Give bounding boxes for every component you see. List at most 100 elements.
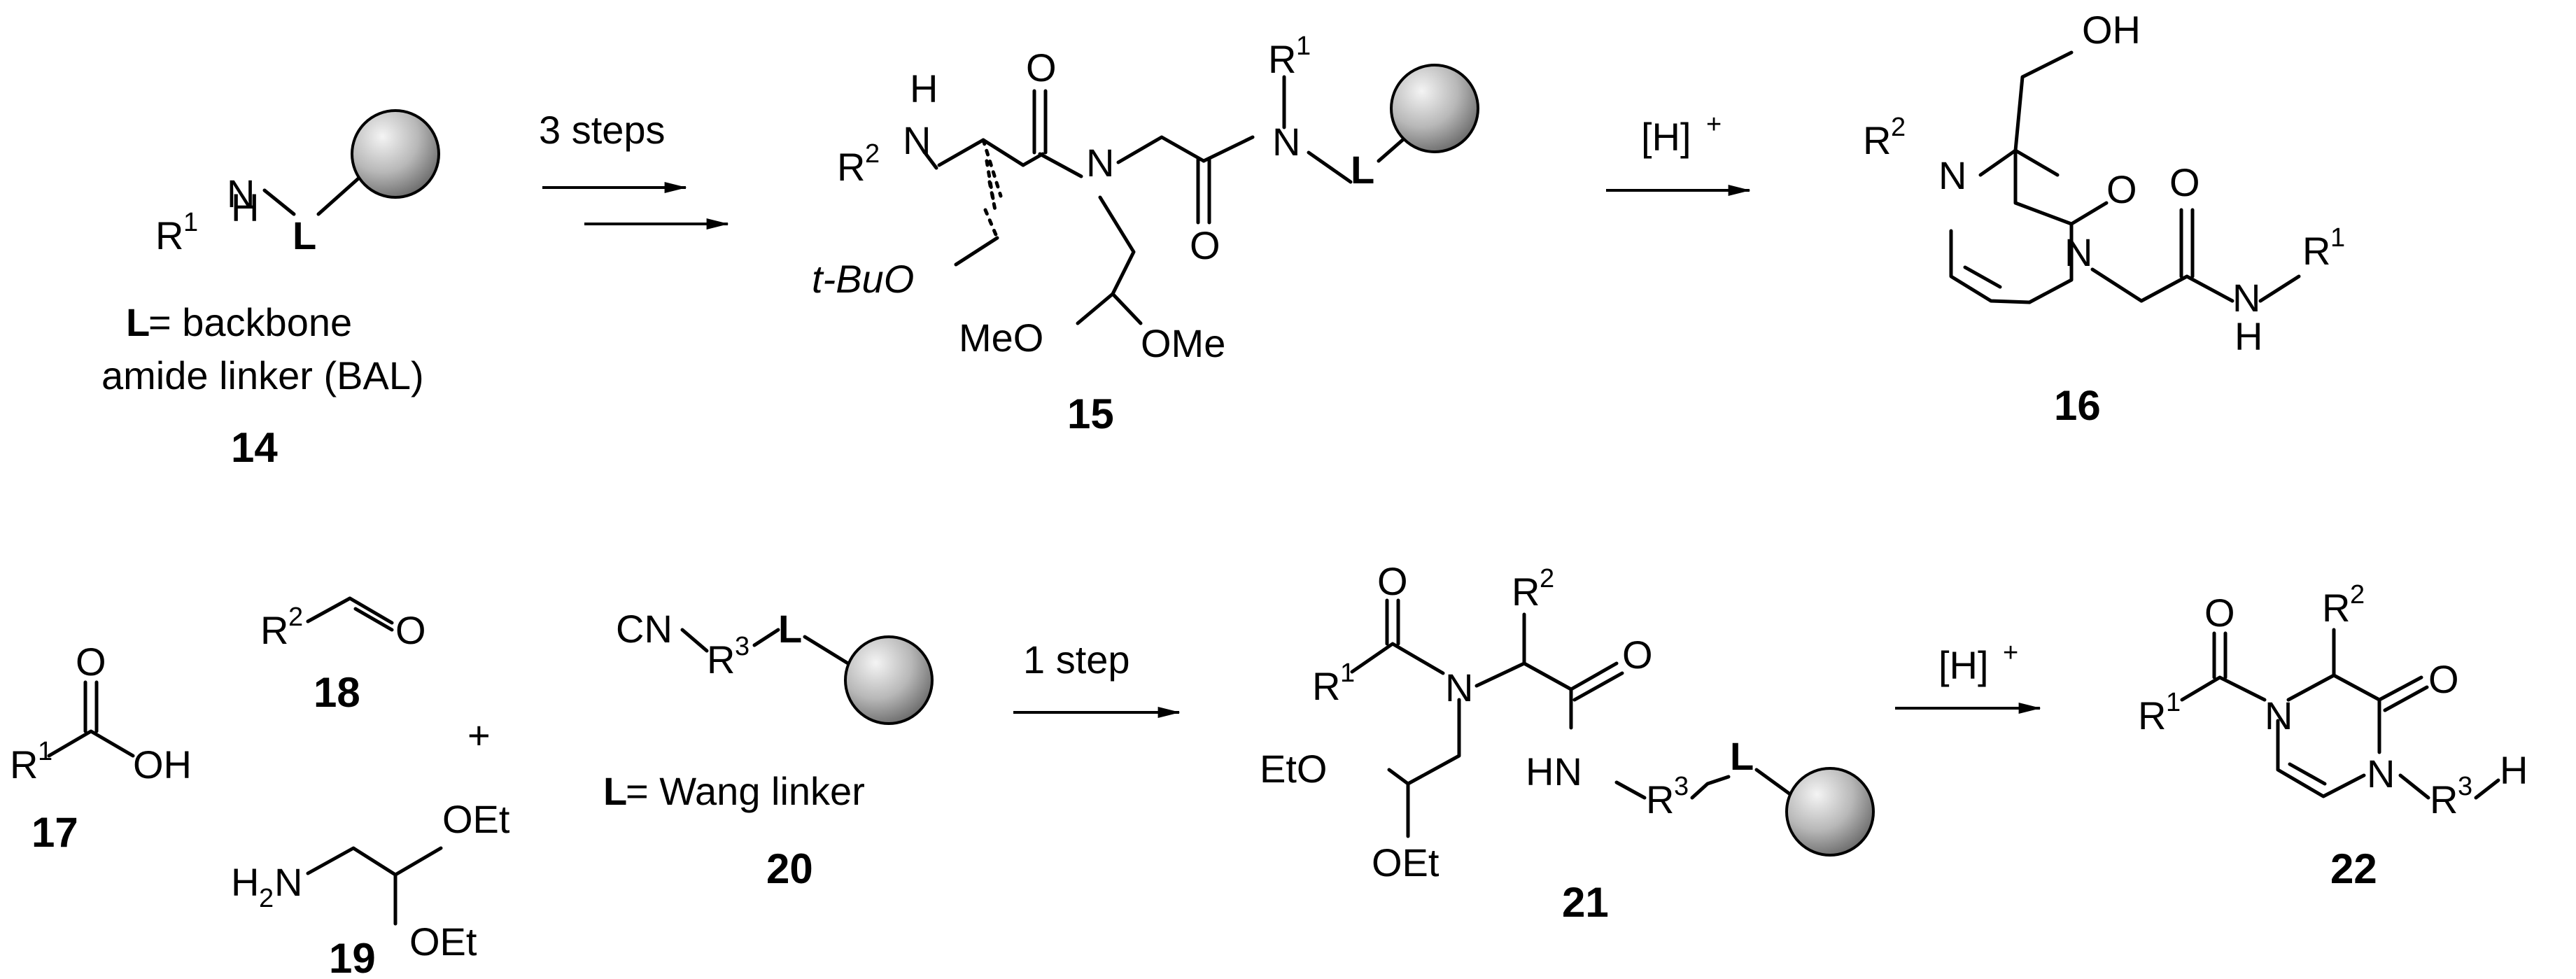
atom-n4: N bbox=[1938, 153, 1966, 197]
atom-n: N bbox=[274, 860, 302, 904]
atom-eto: EtO bbox=[1260, 747, 1327, 791]
arrow-label: [H] bbox=[1641, 115, 1691, 159]
bond bbox=[1076, 195, 1136, 325]
compound-number: 15 bbox=[1067, 390, 1114, 437]
bond-wedge bbox=[2013, 50, 2074, 153]
atom-r2: R bbox=[2322, 586, 2350, 630]
atom-h2n-subscript: 2 bbox=[259, 884, 274, 913]
reaction-arrow-4: [H] + bbox=[1895, 638, 2041, 714]
bond bbox=[1111, 292, 1143, 325]
legend-text: = backbone bbox=[148, 300, 352, 344]
atom-r1: R bbox=[1312, 664, 1340, 708]
atom-h: H bbox=[231, 185, 259, 230]
atom-o: O bbox=[76, 640, 106, 684]
compound-number: 21 bbox=[1562, 879, 1609, 926]
bond-hashed bbox=[981, 138, 1003, 240]
compound-number: 19 bbox=[329, 935, 376, 979]
bond-double bbox=[1569, 661, 1624, 702]
product-22: O R 1 N R 2 O N R 3 H 22 bbox=[2138, 580, 2528, 892]
atom-r2-superscript: 2 bbox=[865, 139, 880, 169]
bond bbox=[2258, 274, 2301, 303]
atom-o: O bbox=[1026, 45, 1057, 90]
atom-r-superscript: 1 bbox=[183, 208, 198, 237]
atom-o: O bbox=[2169, 160, 2200, 204]
atom-r3-superscript: 3 bbox=[1674, 772, 1689, 801]
legend-text-line2: amide linker (BAL) bbox=[101, 353, 424, 397]
atom-r-superscript: 3 bbox=[735, 632, 749, 661]
atom-o: O bbox=[2106, 167, 2137, 211]
linker-l: L bbox=[778, 607, 802, 651]
compound-number: 18 bbox=[314, 669, 360, 716]
atom-n-amide: N bbox=[1086, 141, 1114, 185]
atom-r2: R bbox=[1512, 570, 1540, 614]
resin-bead-icon bbox=[844, 635, 934, 725]
atom-n1: N bbox=[2064, 230, 2092, 274]
ring-bond bbox=[1949, 229, 2032, 304]
ring-bond bbox=[2013, 148, 2074, 226]
reagent-17: O R 1 OH 17 bbox=[10, 640, 192, 856]
atom-r1-superscript: 1 bbox=[1296, 31, 1311, 61]
atom-o: O bbox=[1190, 223, 1220, 267]
atom-r: R bbox=[155, 213, 183, 258]
atom-oet: OEt bbox=[1372, 840, 1440, 885]
atom-r1: R bbox=[1268, 37, 1296, 81]
bond bbox=[1474, 661, 1573, 691]
atom-h: H bbox=[2234, 314, 2262, 358]
bond bbox=[680, 628, 709, 653]
compound-number: 14 bbox=[231, 424, 278, 471]
arrow-label: 3 steps bbox=[539, 108, 666, 152]
compound-number: 17 bbox=[31, 809, 78, 856]
atom-r: R bbox=[10, 742, 38, 787]
ring-bond bbox=[2276, 719, 2366, 798]
compound-number: 20 bbox=[766, 845, 813, 892]
bond bbox=[1307, 150, 1353, 184]
product-16: OH R 2 N O N O N H R 1 16 bbox=[1863, 8, 2345, 429]
atom-o: O bbox=[2204, 591, 2235, 635]
atom-h: H bbox=[910, 66, 938, 111]
bond bbox=[2474, 778, 2500, 800]
arrow-label-superscript: + bbox=[2003, 638, 2018, 668]
plus-sign: + bbox=[467, 713, 491, 757]
atom-oet: OEt bbox=[409, 920, 477, 964]
atom-r1-superscript: 1 bbox=[1340, 658, 1355, 688]
bond bbox=[1614, 780, 1647, 800]
legend-l: L bbox=[603, 769, 627, 813]
legend-text: = Wang linker bbox=[626, 769, 865, 813]
atom-r1: R bbox=[2138, 693, 2166, 738]
bond-double bbox=[1196, 157, 1211, 225]
arrow-label: [H] bbox=[1938, 643, 1989, 687]
atom-o: O bbox=[1377, 559, 1408, 603]
atom-oet: OEt bbox=[442, 797, 510, 841]
arrow-label-superscript: + bbox=[1706, 110, 1722, 139]
resin-bead-icon bbox=[1390, 64, 1479, 153]
atom-meo: MeO bbox=[959, 316, 1043, 360]
bond bbox=[1021, 152, 1045, 167]
atom-n4: N bbox=[2367, 752, 2395, 796]
bond bbox=[2069, 201, 2109, 226]
atom-tbuo: t-BuO bbox=[812, 257, 914, 301]
resin-bead-icon bbox=[351, 109, 440, 199]
bond bbox=[752, 628, 780, 647]
linker-l: L bbox=[1730, 734, 1754, 778]
bond bbox=[937, 138, 1025, 167]
bond bbox=[1116, 135, 1206, 164]
atom-ome: OMe bbox=[1141, 321, 1225, 365]
bond bbox=[2185, 274, 2234, 303]
bond bbox=[262, 188, 296, 216]
atom-oh: OH bbox=[2082, 8, 2141, 52]
bond-double bbox=[2212, 631, 2227, 679]
atom-n-bal: N bbox=[1272, 120, 1300, 164]
bond bbox=[803, 635, 852, 667]
ring-bond bbox=[2027, 222, 2074, 304]
legend-l: L bbox=[126, 300, 150, 344]
bond bbox=[1038, 152, 1083, 178]
atom-r1-superscript: 1 bbox=[2166, 688, 2181, 717]
ring-double-inner bbox=[2288, 762, 2327, 786]
ring-bond bbox=[2286, 673, 2381, 702]
atom-r2-superscript: 2 bbox=[1891, 113, 1906, 142]
bond bbox=[1377, 134, 1409, 163]
intermediate-15: R 2 H N O N O R 1 N L t-BuO MeO OMe 15 bbox=[812, 31, 1479, 437]
bond-double bbox=[1032, 89, 1048, 155]
bond bbox=[1754, 768, 1797, 800]
